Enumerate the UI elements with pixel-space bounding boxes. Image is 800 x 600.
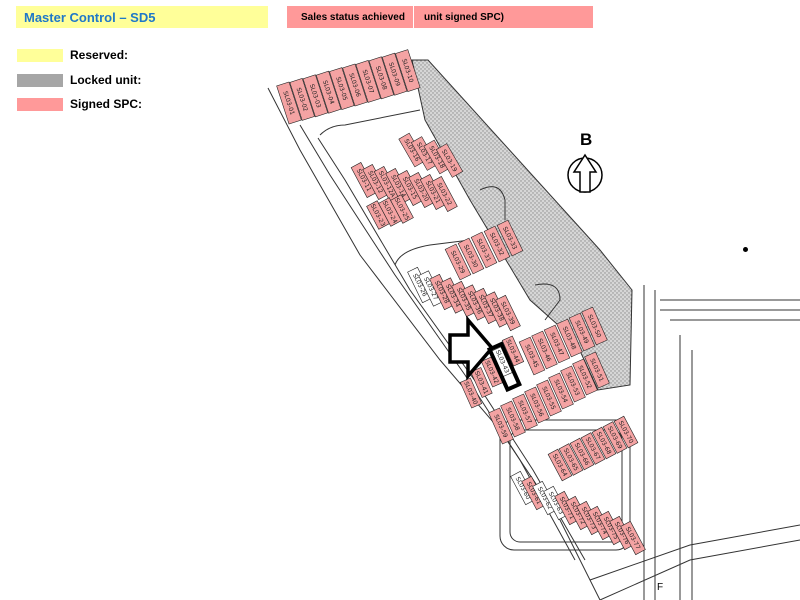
plot-unit: SL03-03: [302, 74, 329, 118]
legend-swatch-reserved: [17, 49, 63, 62]
plot-cell: [496, 219, 524, 257]
plot-cell: [524, 386, 550, 424]
legend-label-locked: Locked unit:: [70, 73, 142, 87]
legend-label-reserved: Reserved:: [70, 48, 129, 62]
plot-unit: SL03-09: [381, 52, 408, 96]
legend-swatch-signed: [17, 98, 63, 111]
plot-cell: [501, 335, 525, 367]
legend-label-signed: Signed SPC:: [70, 97, 143, 111]
plot-unit: SL03-05: [329, 67, 355, 111]
plot-cell: [368, 56, 395, 100]
plot-cell: [355, 59, 381, 103]
plot-cell: [584, 351, 610, 389]
plot-cell: [457, 237, 485, 275]
plot-cell: [518, 336, 546, 376]
plot-unit: SL03-10: [395, 49, 421, 93]
plot-cell: [556, 318, 583, 358]
plot-cell: [276, 81, 302, 125]
plot-cell: [568, 312, 596, 352]
plot-cell: [580, 432, 606, 465]
plot-cell: [558, 443, 584, 476]
plot-cell: [302, 74, 329, 118]
page-title: Master Control – SD5: [16, 6, 268, 28]
status-note: unit signed SPC): [414, 6, 593, 28]
pointer-arrow-icon: [448, 315, 495, 381]
plot-unit: SL03-08: [368, 56, 395, 100]
plot-cell: [435, 143, 464, 178]
plot-cell: [602, 421, 628, 454]
plot-cell: [569, 437, 595, 471]
plot-cell: [572, 358, 598, 396]
road-lines: [267, 87, 800, 600]
plot-cell: [329, 67, 355, 111]
plot-cell: [342, 63, 368, 107]
plot-cell: [531, 330, 558, 370]
plot-cell: [470, 231, 498, 269]
corner-label: F: [657, 582, 664, 593]
plot-cell: [289, 77, 315, 121]
plot-cell: [500, 400, 526, 438]
plot-cell: [591, 426, 617, 460]
plot-cell: [431, 176, 458, 212]
plot-unit: SL03-04: [315, 70, 342, 114]
highlighted-plot-outline: [486, 341, 522, 393]
plot-unit: SL03-01: [276, 81, 302, 125]
plot-cell: [581, 306, 608, 346]
plot-cell: [543, 324, 571, 364]
plot-unit: SL03-02: [289, 77, 315, 121]
plot-cell: [488, 407, 514, 445]
plot-cell: [459, 377, 483, 409]
plot-cell: [613, 415, 639, 449]
plot-cell: [381, 52, 408, 96]
plot-cell: [495, 294, 521, 332]
plot-unit: SL03-06: [342, 63, 368, 107]
plot-cell: [512, 393, 538, 431]
plot-unit: SL03-07: [355, 59, 381, 103]
plot-cell: [315, 70, 342, 114]
plot-cell: [560, 365, 586, 403]
marker-dot: [743, 247, 748, 252]
north-label: B: [580, 130, 592, 149]
plot-cell: [444, 243, 472, 281]
plot-cell: [536, 379, 562, 417]
plot-cell: [547, 448, 573, 482]
north-arrow-icon: [567, 153, 603, 193]
plot-cell: [390, 194, 414, 224]
legend-swatch-locked: [17, 74, 63, 87]
plot-cell: [483, 225, 511, 263]
plot-cell: [395, 49, 421, 93]
plot-cell: [470, 367, 493, 398]
status-label: Sales status achieved: [287, 6, 414, 28]
plot-cell: [620, 520, 646, 556]
plot-cell: [548, 372, 574, 410]
